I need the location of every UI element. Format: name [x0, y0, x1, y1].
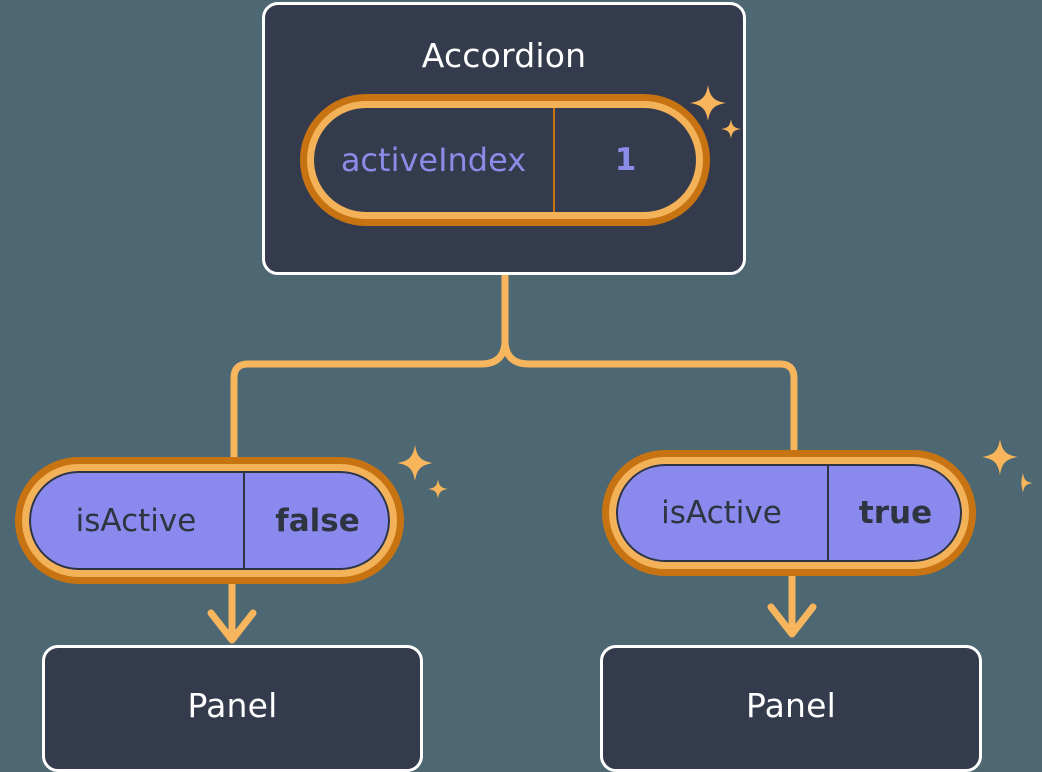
state-pill-isactive-left[interactable]: isActive false [22, 464, 397, 577]
state-pill-isactive-right-key: isActive [616, 464, 829, 562]
sparkle-cluster-left [397, 445, 448, 499]
state-pill-activeindex-value: 1 [614, 142, 637, 178]
panel-card-left-title: Panel [187, 686, 278, 725]
panel-card-left[interactable]: Panel [42, 645, 423, 772]
sparkle-small-icon [1021, 473, 1033, 493]
arrow-down-icon-right [767, 570, 817, 638]
sparkle-small-icon [428, 479, 448, 499]
state-pill-activeindex-key: activeIndex [314, 108, 555, 212]
state-pill-isactive-right-value: true [858, 495, 933, 531]
panel-card-right-title: Panel [745, 686, 837, 725]
state-pill-activeindex[interactable]: activeIndex 1 [307, 101, 703, 219]
sparkle-icon [982, 439, 1018, 475]
arrow-down-icon-left [207, 578, 257, 644]
panel-card-right[interactable]: Panel [600, 645, 982, 772]
sparkle-cluster-right [982, 439, 1033, 493]
accordion-card-title: Accordion [421, 36, 587, 75]
connector-branch-right [501, 336, 798, 464]
state-pill-isactive-left-key: isActive [29, 471, 245, 570]
connector-branch-left [230, 336, 509, 470]
sparkle-icon [397, 445, 433, 481]
state-pill-isactive-right[interactable]: isActive true [609, 457, 969, 569]
state-pill-isactive-left-value: false [275, 502, 360, 539]
